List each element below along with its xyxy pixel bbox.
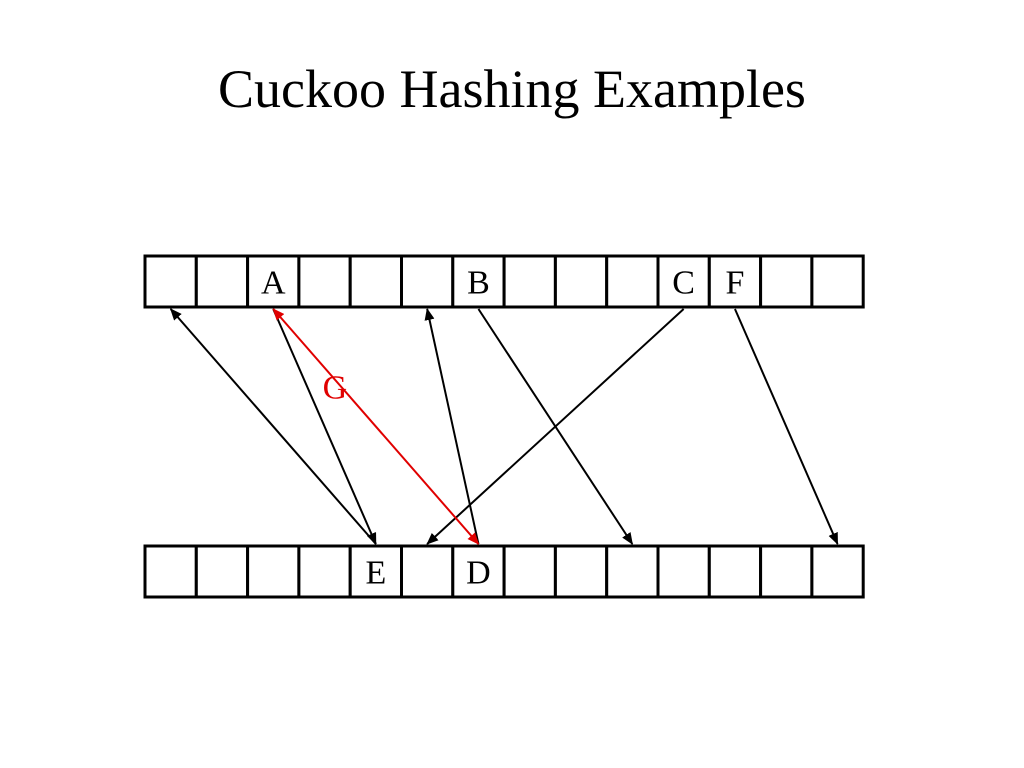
bottom-slot-8 — [553, 544, 609, 599]
top-slot-5 — [400, 254, 455, 309]
bottom-slot-11 — [707, 544, 763, 599]
top-slot-10-key: C — [672, 265, 695, 302]
edge-a — [272, 308, 377, 545]
bottom-slot-3 — [297, 544, 352, 599]
top-slot-6 — [451, 254, 506, 309]
edge-f — [734, 308, 839, 545]
top-slot-3 — [297, 254, 352, 309]
edges-layer — [169, 308, 839, 545]
bottom-slot-1 — [194, 544, 250, 599]
bottom-slot-6-key: D — [466, 555, 491, 592]
bottom-slot-4-key: E — [365, 555, 386, 592]
bottom-slot-6 — [451, 544, 506, 599]
top-slot-11-key: F — [725, 265, 744, 302]
edge-d — [424, 308, 480, 545]
top-slot-8 — [553, 254, 609, 309]
bottom-slot-9 — [605, 544, 660, 599]
top-slot-2 — [246, 254, 301, 309]
edge-g — [272, 308, 480, 545]
top-slot-1 — [194, 254, 250, 309]
top-slot-6-key: B — [467, 265, 490, 302]
edge-labels-layer: G — [323, 370, 348, 407]
top-slot-7 — [502, 254, 557, 309]
slide-title: Cuckoo Hashing Examples — [218, 59, 806, 119]
edge-e — [169, 308, 377, 545]
top-slot-2-key: A — [261, 265, 286, 302]
bottom-slot-5 — [400, 544, 455, 599]
top-slot-0 — [143, 254, 198, 309]
bottom-slot-10 — [656, 544, 711, 599]
bottom-slot-0 — [143, 544, 198, 599]
bottom-slot-2 — [246, 544, 301, 599]
top-slot-11 — [707, 254, 763, 309]
top-slot-10 — [656, 254, 711, 309]
bottom-slot-7 — [502, 544, 557, 599]
top-slot-9 — [605, 254, 660, 309]
bottom-slot-12 — [759, 544, 814, 599]
top-slot-13 — [810, 254, 865, 309]
edge-label-g: G — [323, 370, 348, 407]
top-slot-4 — [348, 254, 404, 309]
edge-c — [426, 308, 685, 545]
bottom-slot-13 — [810, 544, 865, 599]
top-slot-12 — [759, 254, 814, 309]
